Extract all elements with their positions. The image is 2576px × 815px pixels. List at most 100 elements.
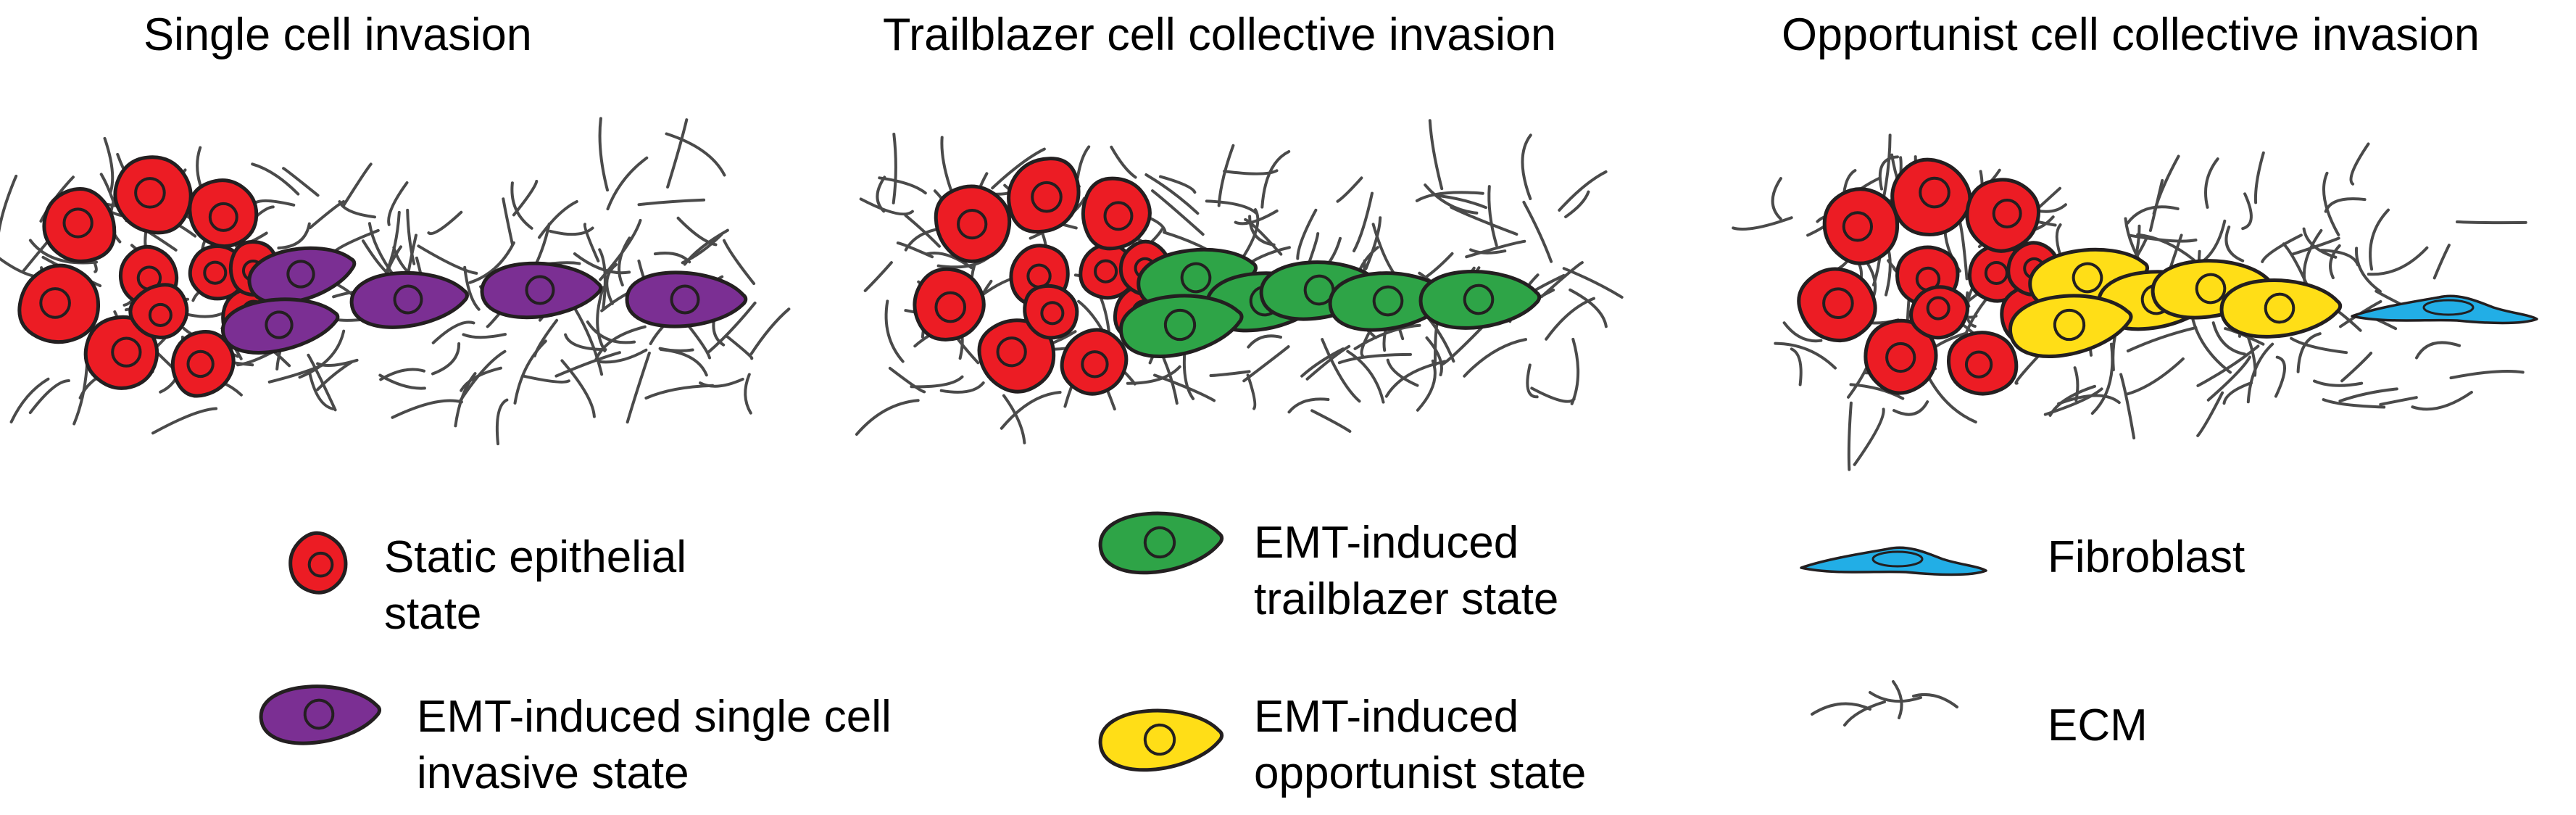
ecm-fiber bbox=[596, 286, 607, 352]
fibroblast-cell bbox=[2351, 294, 2538, 325]
ecm-fiber bbox=[2246, 342, 2274, 404]
ecm-fiber bbox=[573, 307, 604, 376]
ecm-fiber bbox=[665, 132, 726, 177]
ecm-fiber bbox=[884, 299, 905, 363]
cell-body bbox=[2219, 278, 2343, 339]
ecm-fiber bbox=[2196, 344, 2260, 387]
cell-nucleus bbox=[134, 177, 166, 209]
ecm-fiber bbox=[2324, 197, 2367, 213]
ecm-fiber bbox=[307, 353, 337, 412]
cell-nucleus bbox=[1822, 287, 1854, 320]
ecm-fiber bbox=[316, 358, 359, 368]
epithelial-cell bbox=[1007, 157, 1081, 234]
cell-nucleus bbox=[111, 336, 142, 368]
ecm-fiber bbox=[1771, 177, 1782, 220]
ecm-fiber bbox=[878, 176, 927, 195]
ecm-fiber bbox=[2126, 326, 2198, 352]
cell-nucleus bbox=[934, 291, 967, 323]
cell-nucleus bbox=[203, 260, 228, 285]
cell-nucleus bbox=[2072, 262, 2103, 294]
ecm-fiber bbox=[1469, 248, 1507, 255]
ecm-fiber bbox=[2057, 394, 2121, 405]
ecm-fiber bbox=[2290, 236, 2340, 256]
ecm-fiber bbox=[618, 236, 631, 287]
ecm-fiber bbox=[1782, 321, 1823, 343]
legend-line: ECM bbox=[2048, 700, 2148, 750]
cell-nucleus bbox=[1031, 181, 1063, 213]
ecm-fiber bbox=[1732, 216, 1793, 231]
ecm-fiber bbox=[2196, 391, 2224, 437]
ecm-fiber bbox=[1353, 191, 1374, 252]
cell-body bbox=[221, 297, 340, 355]
ecm-fiber bbox=[1384, 360, 1447, 398]
cell-nucleus bbox=[1081, 350, 1109, 378]
ecm-fiber bbox=[2355, 247, 2382, 293]
ecm-fiber bbox=[1000, 391, 1062, 430]
ecm-fiber bbox=[2415, 341, 2461, 360]
opportunist-cells bbox=[2008, 247, 2538, 358]
ecm-fiber bbox=[644, 384, 715, 400]
ecm-fiber bbox=[1540, 261, 1584, 299]
cell-nucleus bbox=[1885, 342, 1916, 373]
ecm-fiber bbox=[2290, 336, 2348, 355]
ecm-fiber bbox=[333, 228, 380, 253]
ecm-fiber bbox=[1244, 218, 1283, 256]
legend-icons bbox=[259, 511, 1987, 772]
cell-nucleus bbox=[62, 207, 94, 239]
ecm-fiber bbox=[1912, 692, 1958, 708]
ecm-fiber bbox=[72, 364, 88, 426]
ecm-fiber bbox=[659, 348, 708, 377]
ecm-fiber bbox=[991, 147, 1046, 190]
ecm-fiber bbox=[2119, 373, 2136, 439]
ecm-fiber bbox=[1425, 336, 1443, 376]
ecm-fiber bbox=[2211, 321, 2246, 356]
ecm-fiber bbox=[2329, 244, 2341, 280]
panel-title-trailblazer: Trailblazer cell collective invasion bbox=[883, 9, 1557, 60]
ecm-fiber bbox=[2126, 205, 2180, 225]
ecm-fiber bbox=[462, 333, 507, 339]
ecm-fiber bbox=[1346, 349, 1385, 404]
legend-line: EMT-induced single cell bbox=[417, 692, 892, 742]
cell-nucleus bbox=[1040, 301, 1065, 326]
ecm-fiber bbox=[1415, 191, 1484, 202]
epithelial-cell bbox=[1797, 267, 1877, 343]
ecm-fiber bbox=[502, 197, 514, 247]
ecm-fiber bbox=[723, 239, 756, 286]
ecm-fiber bbox=[533, 318, 559, 357]
cell-nucleus bbox=[1919, 176, 1950, 209]
ecm-fiber bbox=[341, 162, 373, 208]
cell-nucleus bbox=[2195, 273, 2227, 305]
ecm-fiber bbox=[2379, 396, 2418, 406]
ecm-fiber bbox=[910, 375, 964, 389]
epithelial-cell bbox=[128, 283, 189, 339]
ecm-fiber bbox=[1305, 344, 1351, 381]
epithelial-cell bbox=[913, 267, 986, 342]
epithelial-tumor bbox=[1797, 157, 2066, 396]
cell-body bbox=[349, 270, 469, 329]
cell-nucleus bbox=[1094, 259, 1118, 284]
ecm-fiber bbox=[1321, 338, 1361, 403]
ecm-fiber bbox=[468, 241, 515, 284]
ecm-fiber bbox=[254, 199, 296, 207]
ecm-fiber bbox=[538, 200, 578, 239]
ecm-fiber bbox=[2322, 171, 2340, 236]
cell-nucleus bbox=[670, 284, 700, 315]
ecm-fiber bbox=[1310, 409, 1352, 433]
ecm-fiber bbox=[626, 351, 651, 424]
ecm-fiber bbox=[564, 333, 607, 352]
cell-nucleus bbox=[1143, 723, 1176, 756]
ecm-fiber bbox=[666, 118, 689, 189]
ecm-fiber bbox=[1853, 408, 1885, 466]
ecm-fiber bbox=[725, 334, 754, 360]
legend-line: Fibroblast bbox=[2048, 532, 2245, 582]
ecm-fiber bbox=[1223, 169, 1279, 175]
legend-line: invasive state bbox=[417, 748, 689, 798]
legend-label-epithelial: Static epithelial state bbox=[384, 529, 686, 642]
epithelial-cell bbox=[113, 155, 193, 235]
ecm-fiber bbox=[387, 181, 409, 226]
invading-cell bbox=[1098, 708, 1224, 772]
cell-nucleus bbox=[1180, 262, 1212, 294]
ecm-fiber bbox=[1110, 145, 1137, 179]
epithelial-cell bbox=[1909, 285, 1969, 340]
